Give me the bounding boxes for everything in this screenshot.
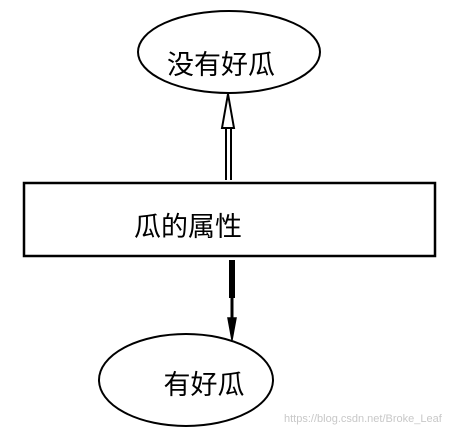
node-bottom: 有好瓜 [98, 333, 274, 427]
edge-middle-to-top [220, 93, 236, 180]
node-middle-label: 瓜的属性 [134, 212, 242, 243]
node-bottom-label: 有好瓜 [164, 370, 245, 401]
edge-middle-to-bottom [227, 260, 237, 341]
node-middle: 瓜的属性 [22, 181, 437, 258]
edge-bottom-arrowhead [227, 317, 237, 341]
node-top-shape [137, 10, 321, 94]
node-top-label: 没有好瓜 [167, 50, 275, 81]
edge-top-arrowhead [220, 93, 236, 129]
node-top: 没有好瓜 [137, 10, 321, 94]
watermark: https://blog.csdn.net/Broke_Leaf [284, 413, 442, 425]
node-middle-shape [22, 181, 437, 258]
node-bottom-shape [98, 333, 274, 427]
